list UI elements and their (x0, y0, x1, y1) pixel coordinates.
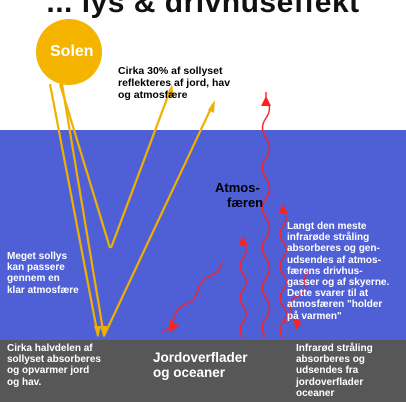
reflected-ray-2 (103, 103, 214, 337)
infrared-arrowheads (170, 96, 302, 332)
atmosphere-label: Atmos- færen (215, 180, 264, 210)
sunlight-ray-2 (60, 83, 106, 337)
ground-region (0, 340, 406, 402)
sunlight-ray-1 (48, 83, 100, 337)
ir-atmosphere-label: Langt den meste infrarøde stråling absor… (287, 221, 390, 322)
sunlight-arrow-2 (100, 326, 107, 338)
sun (36, 19, 102, 85)
title-fragment: ... lys & drivhuseffekt (46, 0, 360, 19)
reflected-arrow-1 (167, 84, 174, 98)
sun-label: Solen (50, 43, 94, 60)
incoming-sunlight (48, 83, 112, 337)
ir-arrow-back-right (293, 318, 302, 330)
ir-wave-back-left (161, 261, 223, 333)
infrared-waves (161, 92, 313, 339)
ir-arrow-back-left (170, 320, 179, 332)
sunlight-ray-3 (58, 83, 112, 249)
ir-wave-escape (261, 92, 271, 339)
sunlight-arrowheads (94, 326, 107, 338)
sunlight-arrow-1 (94, 326, 101, 338)
reflected-sunlight (103, 87, 214, 337)
ir-wave-up-2 (239, 241, 247, 339)
passes-label: Meget sollys kan passere gennem en klar … (7, 251, 79, 296)
absorbed-label: Cirka halvdelen af sollyset absorberes o… (7, 343, 101, 388)
ir-wave-up-3 (279, 209, 287, 339)
reflected-ray-1 (109, 87, 173, 249)
ir-wave-back-right (283, 269, 313, 323)
ir-arrow-up-3 (278, 204, 288, 214)
reflected-arrow-2 (208, 100, 215, 113)
reflected-label: Cirka 30% af sollyset reflekteres af jor… (118, 65, 231, 101)
ir-surface-label: Infrarød stråling absorberes og udsendes… (296, 343, 373, 399)
ir-arrow-escape (261, 96, 271, 106)
ir-arrow-up-2 (238, 236, 248, 246)
surface-label: Jordoverflader og oceaner (153, 350, 248, 381)
atmosphere-region (0, 130, 406, 340)
reflected-arrowheads (167, 84, 215, 113)
